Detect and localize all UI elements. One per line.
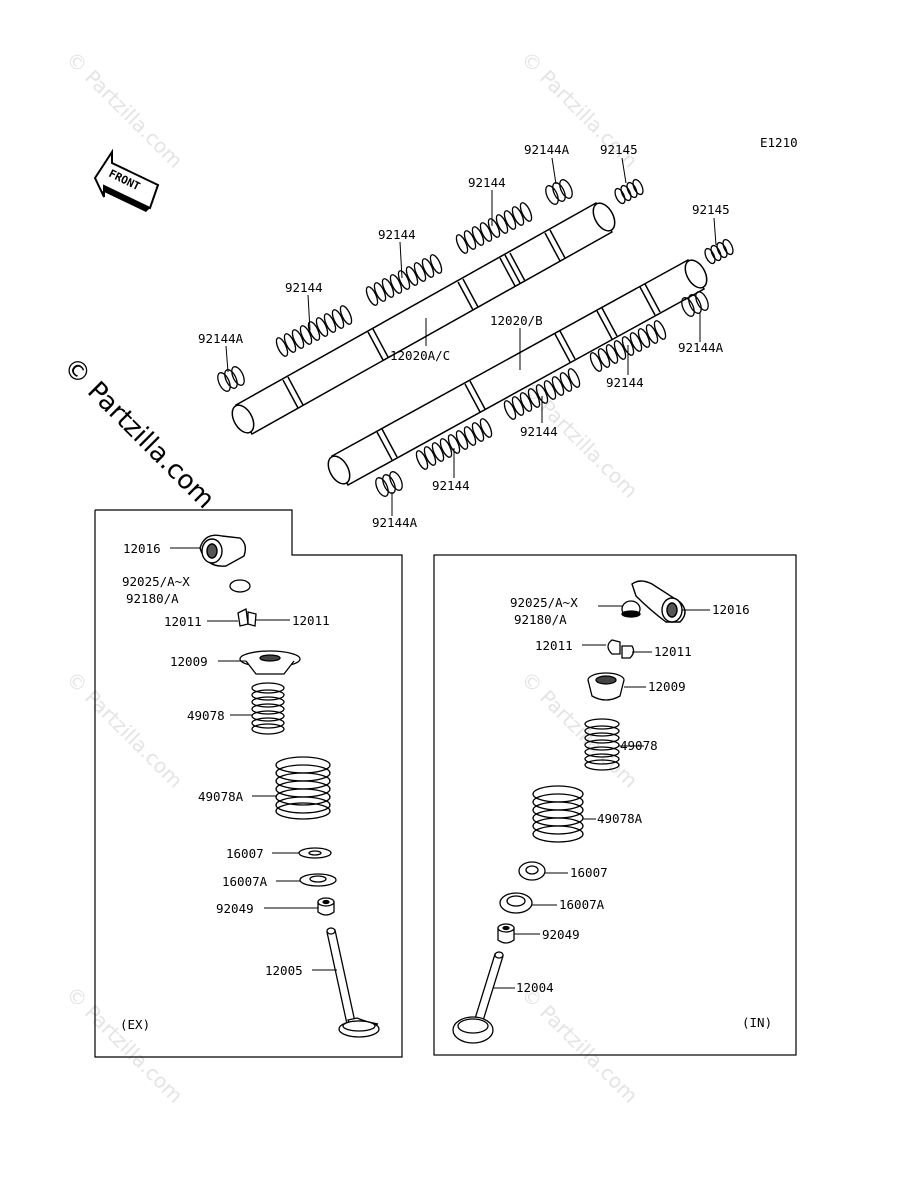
exhaust-label-keeper-right: 12011 — [292, 613, 330, 628]
exhaust-label-seat-a: 16007A — [222, 874, 268, 889]
exhaust-leader-lines — [170, 547, 337, 971]
spring-lower-left — [415, 418, 493, 470]
exhaust-valve — [326, 927, 380, 1038]
camshaft-upper — [231, 201, 616, 436]
intake-label-retainer: 12009 — [648, 679, 686, 694]
intake-label-shim-2: 92180/A — [514, 612, 567, 627]
intake-label-seal: 92049 — [542, 927, 580, 942]
intake-label-keeper-left: 12011 — [535, 638, 573, 653]
intake-seat — [518, 861, 546, 881]
intake-leader-lines — [493, 605, 710, 989]
label-92144-lower-right: 92144 — [606, 375, 644, 390]
exhaust-label-keeper-left: 12011 — [164, 614, 202, 629]
intake-rocker-arm — [631, 580, 686, 623]
intake-label-rocker: 12016 — [712, 602, 750, 617]
intake-label-valve: 12004 — [516, 980, 554, 995]
spring-a-bottom — [375, 471, 403, 497]
watermark: © Partzilla.com — [516, 982, 642, 1108]
cam-springs — [217, 178, 734, 497]
label-12020b: 12020/B — [490, 313, 543, 328]
spring-top-left-mid — [365, 254, 443, 306]
intake-panel: 12016 92025/A~X 92180/A 12011 12011 1200… — [433, 554, 797, 1056]
watermark: © Partzilla.com — [61, 667, 187, 793]
label-92144-top-mid: 92144 — [468, 175, 506, 190]
exhaust-keepers — [237, 608, 257, 627]
cam-labels: 92144A 92145 92145 92144 92144 92144 921… — [198, 142, 730, 530]
exhaust-tag: (EX) — [120, 1017, 150, 1032]
diagram-code: E1210 — [760, 135, 798, 150]
intake-seat-a — [499, 892, 533, 914]
camshaft-lower — [327, 258, 708, 487]
exhaust-label-outer-spring: 49078A — [198, 789, 244, 804]
label-92144a-top: 92144A — [524, 142, 570, 157]
exhaust-label-shim-1: 92025/A~X — [122, 574, 190, 589]
intake-outer-spring — [532, 785, 584, 843]
spring-92145-top — [614, 178, 644, 205]
spring-lower-right — [589, 320, 667, 372]
label-92144-lower-left: 92144 — [432, 478, 470, 493]
watermark: © Partzilla.com — [61, 982, 187, 1108]
intake-label-outer-spring: 49078A — [597, 811, 643, 826]
exhaust-label-valve: 12005 — [265, 963, 303, 978]
intake-seal — [497, 923, 515, 944]
exhaust-rocker-arm — [199, 534, 247, 567]
intake-retainer — [587, 672, 625, 701]
intake-label-keeper-right: 12011 — [654, 644, 692, 659]
intake-valve — [452, 951, 504, 1044]
watermark-main: © Partzilla.com — [57, 352, 220, 515]
exhaust-label-seal: 92049 — [216, 901, 254, 916]
intake-label-seat: 16007 — [570, 865, 608, 880]
exhaust-seat — [298, 847, 332, 859]
exhaust-seat-a — [299, 873, 337, 887]
intake-keepers — [607, 639, 635, 659]
label-92145-top: 92145 — [600, 142, 638, 157]
intake-shim — [621, 600, 641, 618]
watermark: © Partzilla.com — [61, 47, 187, 173]
exhaust-label-seat: 16007 — [226, 846, 264, 861]
exhaust-shim — [229, 579, 251, 593]
label-92144a-right: 92144A — [678, 340, 724, 355]
exhaust-panel: 12016 92025/A~X 92180/A 12011 12011 1200… — [94, 509, 403, 1058]
label-92145-right: 92145 — [692, 202, 730, 217]
spring-top-left — [275, 305, 353, 357]
label-92144a-left: 92144A — [198, 331, 244, 346]
exhaust-label-inner-spring: 49078 — [187, 708, 225, 723]
intake-tag: (IN) — [742, 1015, 772, 1030]
spring-92145-right — [704, 238, 734, 265]
intake-label-shim-1: 92025/A~X — [510, 595, 578, 610]
intake-inner-spring — [584, 718, 620, 771]
exhaust-seal — [317, 897, 335, 916]
watermark: © Partzilla.com — [516, 667, 642, 793]
intake-label-inner-spring: 49078 — [620, 738, 658, 753]
label-92144-top-left-mid: 92144 — [378, 227, 416, 242]
label-92144-lower-mid: 92144 — [520, 424, 558, 439]
label-92144a-bottom: 92144A — [372, 515, 418, 530]
cam-leader-lines — [225, 157, 717, 516]
front-arrow: FRONT — [93, 148, 160, 212]
label-92144-top-left: 92144 — [285, 280, 323, 295]
label-12020ac: 12020A/C — [390, 348, 450, 363]
intake-label-seat-a: 16007A — [559, 897, 605, 912]
exhaust-outer-spring — [275, 756, 331, 820]
spring-a-left — [217, 366, 245, 392]
spring-a-top — [545, 179, 573, 205]
spring-lower-mid — [503, 368, 581, 420]
watermark: © Partzilla.com — [516, 377, 642, 503]
exhaust-inner-spring — [251, 682, 285, 735]
exhaust-label-rocker: 12016 — [123, 541, 161, 556]
spring-top-mid — [455, 202, 533, 254]
exhaust-retainer — [239, 650, 301, 675]
exhaust-label-retainer: 12009 — [170, 654, 208, 669]
spring-a-right — [681, 291, 709, 317]
exhaust-label-shim-2: 92180/A — [126, 591, 179, 606]
